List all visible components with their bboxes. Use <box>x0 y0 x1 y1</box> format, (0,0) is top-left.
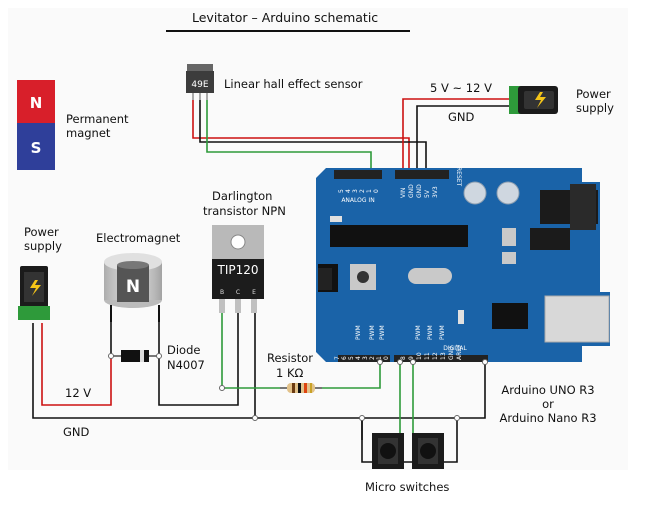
pwm-label-1: PWM <box>369 325 376 340</box>
micro-switch-left <box>372 433 404 469</box>
wire-junctions <box>108 353 488 421</box>
electromagnet: N <box>104 253 162 322</box>
digital-pin-10: 10 <box>416 352 423 360</box>
tip-emitter-label: E <box>252 289 256 296</box>
analog-pin-5: 5 <box>338 189 345 193</box>
power-pin-3v3-4: 3V3 <box>432 186 439 198</box>
digital-pin-4: 4 <box>355 356 362 360</box>
digital-pin-6: 6 <box>341 356 348 360</box>
darlington-label-1: Darlington <box>212 189 273 203</box>
tip120-label: TIP120 <box>216 263 258 277</box>
resistor-label-2: 1 KΩ <box>276 366 304 380</box>
micro-switches-label: Micro switches <box>365 480 450 494</box>
magnet-south-label: S <box>31 139 42 157</box>
diode-label-1: Diode <box>167 343 201 357</box>
pwm-label-3: PWM <box>415 325 422 340</box>
power-supply-left-label-2: supply <box>24 239 62 253</box>
digital-pin-8: 8 <box>400 356 407 360</box>
resistor-label-1: Resistor <box>267 351 313 365</box>
resistor <box>280 383 322 393</box>
reset-label: RESET <box>455 167 462 187</box>
digital-pin-13: 13 <box>440 352 447 360</box>
analog-header-label: ANALOG IN <box>341 197 374 204</box>
power-pin-gnd-1: GND <box>408 184 415 198</box>
analog-pin-3: 3 <box>352 189 359 193</box>
digital-pin-1: 1 <box>376 356 383 360</box>
power-jack-right <box>509 86 558 114</box>
power-pin-gnd-2: GND <box>416 184 423 198</box>
pwm-label-5: PWM <box>439 325 446 340</box>
power-supply-left-label-1: Power <box>24 225 59 239</box>
tip120-transistor: TIP120 B C E <box>212 225 264 313</box>
power-jack-left <box>18 266 50 320</box>
pwm-label-0: PWM <box>355 325 362 340</box>
gnd-bus-wire <box>32 312 486 419</box>
digital-pin-5: 5 <box>348 356 355 360</box>
v12-label: 12 V <box>65 386 92 400</box>
electromagnet-pole-label: N <box>126 277 140 297</box>
page-title: Levitator – Arduino schematic <box>192 10 379 25</box>
darlington-label-2: transistor NPN <box>203 204 286 218</box>
analog-pin-4: 4 <box>345 189 352 193</box>
power-pin-vin-0: VIN <box>400 188 407 198</box>
permanent-magnet: N S <box>17 80 55 170</box>
hall-wires <box>192 98 427 170</box>
permanent-magnet-label-1: Permanent <box>66 112 129 126</box>
analog-pin-1: 1 <box>366 189 373 193</box>
tip-base-label: B <box>220 289 224 296</box>
analog-pin-0: 0 <box>373 189 380 193</box>
hall-sensor-code: 49E <box>191 80 208 90</box>
permanent-magnet-label-2: magnet <box>66 126 111 140</box>
v12-wire <box>41 323 112 406</box>
arduino-label-3: Arduino Nano R3 <box>499 411 597 425</box>
tip-collector-label: C <box>236 289 240 296</box>
arduino-label-1: Arduino UNO R3 <box>501 383 595 397</box>
micro-switch-right <box>412 433 444 469</box>
pwm-label-2: PWM <box>379 325 386 340</box>
power-supply-right-label-2: supply <box>576 101 614 115</box>
digital-pin-gnd: GND <box>448 346 455 360</box>
hall-sensor-label: Linear hall effect sensor <box>224 77 363 91</box>
digital-pin-11: 11 <box>424 352 431 360</box>
digital-pin-aref: AREF <box>456 344 463 360</box>
digital-pin-3: 3 <box>362 356 369 360</box>
power-supply-right-label-1: Power <box>576 87 611 101</box>
analog-pin-2: 2 <box>359 189 366 193</box>
digital-pin-12: 12 <box>432 352 439 360</box>
digital-pin-2: 2 <box>369 356 376 360</box>
power-pin-5v-3: 5V <box>424 189 431 198</box>
arduino-label-2: or <box>542 397 554 411</box>
diode-label-2: N4007 <box>167 358 205 372</box>
diode <box>111 350 159 362</box>
gnd-top-label: GND <box>448 110 475 124</box>
gnd-bottom-label: GND <box>63 425 90 439</box>
digital-label: DIGITAL <box>443 345 467 352</box>
hall-sensor: 49E <box>186 64 214 100</box>
voltage-range-label: 5 V ~ 12 V <box>430 81 492 95</box>
electromagnet-label: Electromagnet <box>96 231 181 245</box>
pwm-label-4: PWM <box>427 325 434 340</box>
digital-pin-9: 9 <box>408 356 415 360</box>
magnet-north-label: N <box>30 94 43 112</box>
digital-pin-7: 7 <box>334 356 341 360</box>
digital-pin-0: 0 <box>383 356 390 360</box>
arduino-board: ANALOG IN RESET DIGITAL <box>316 167 610 362</box>
